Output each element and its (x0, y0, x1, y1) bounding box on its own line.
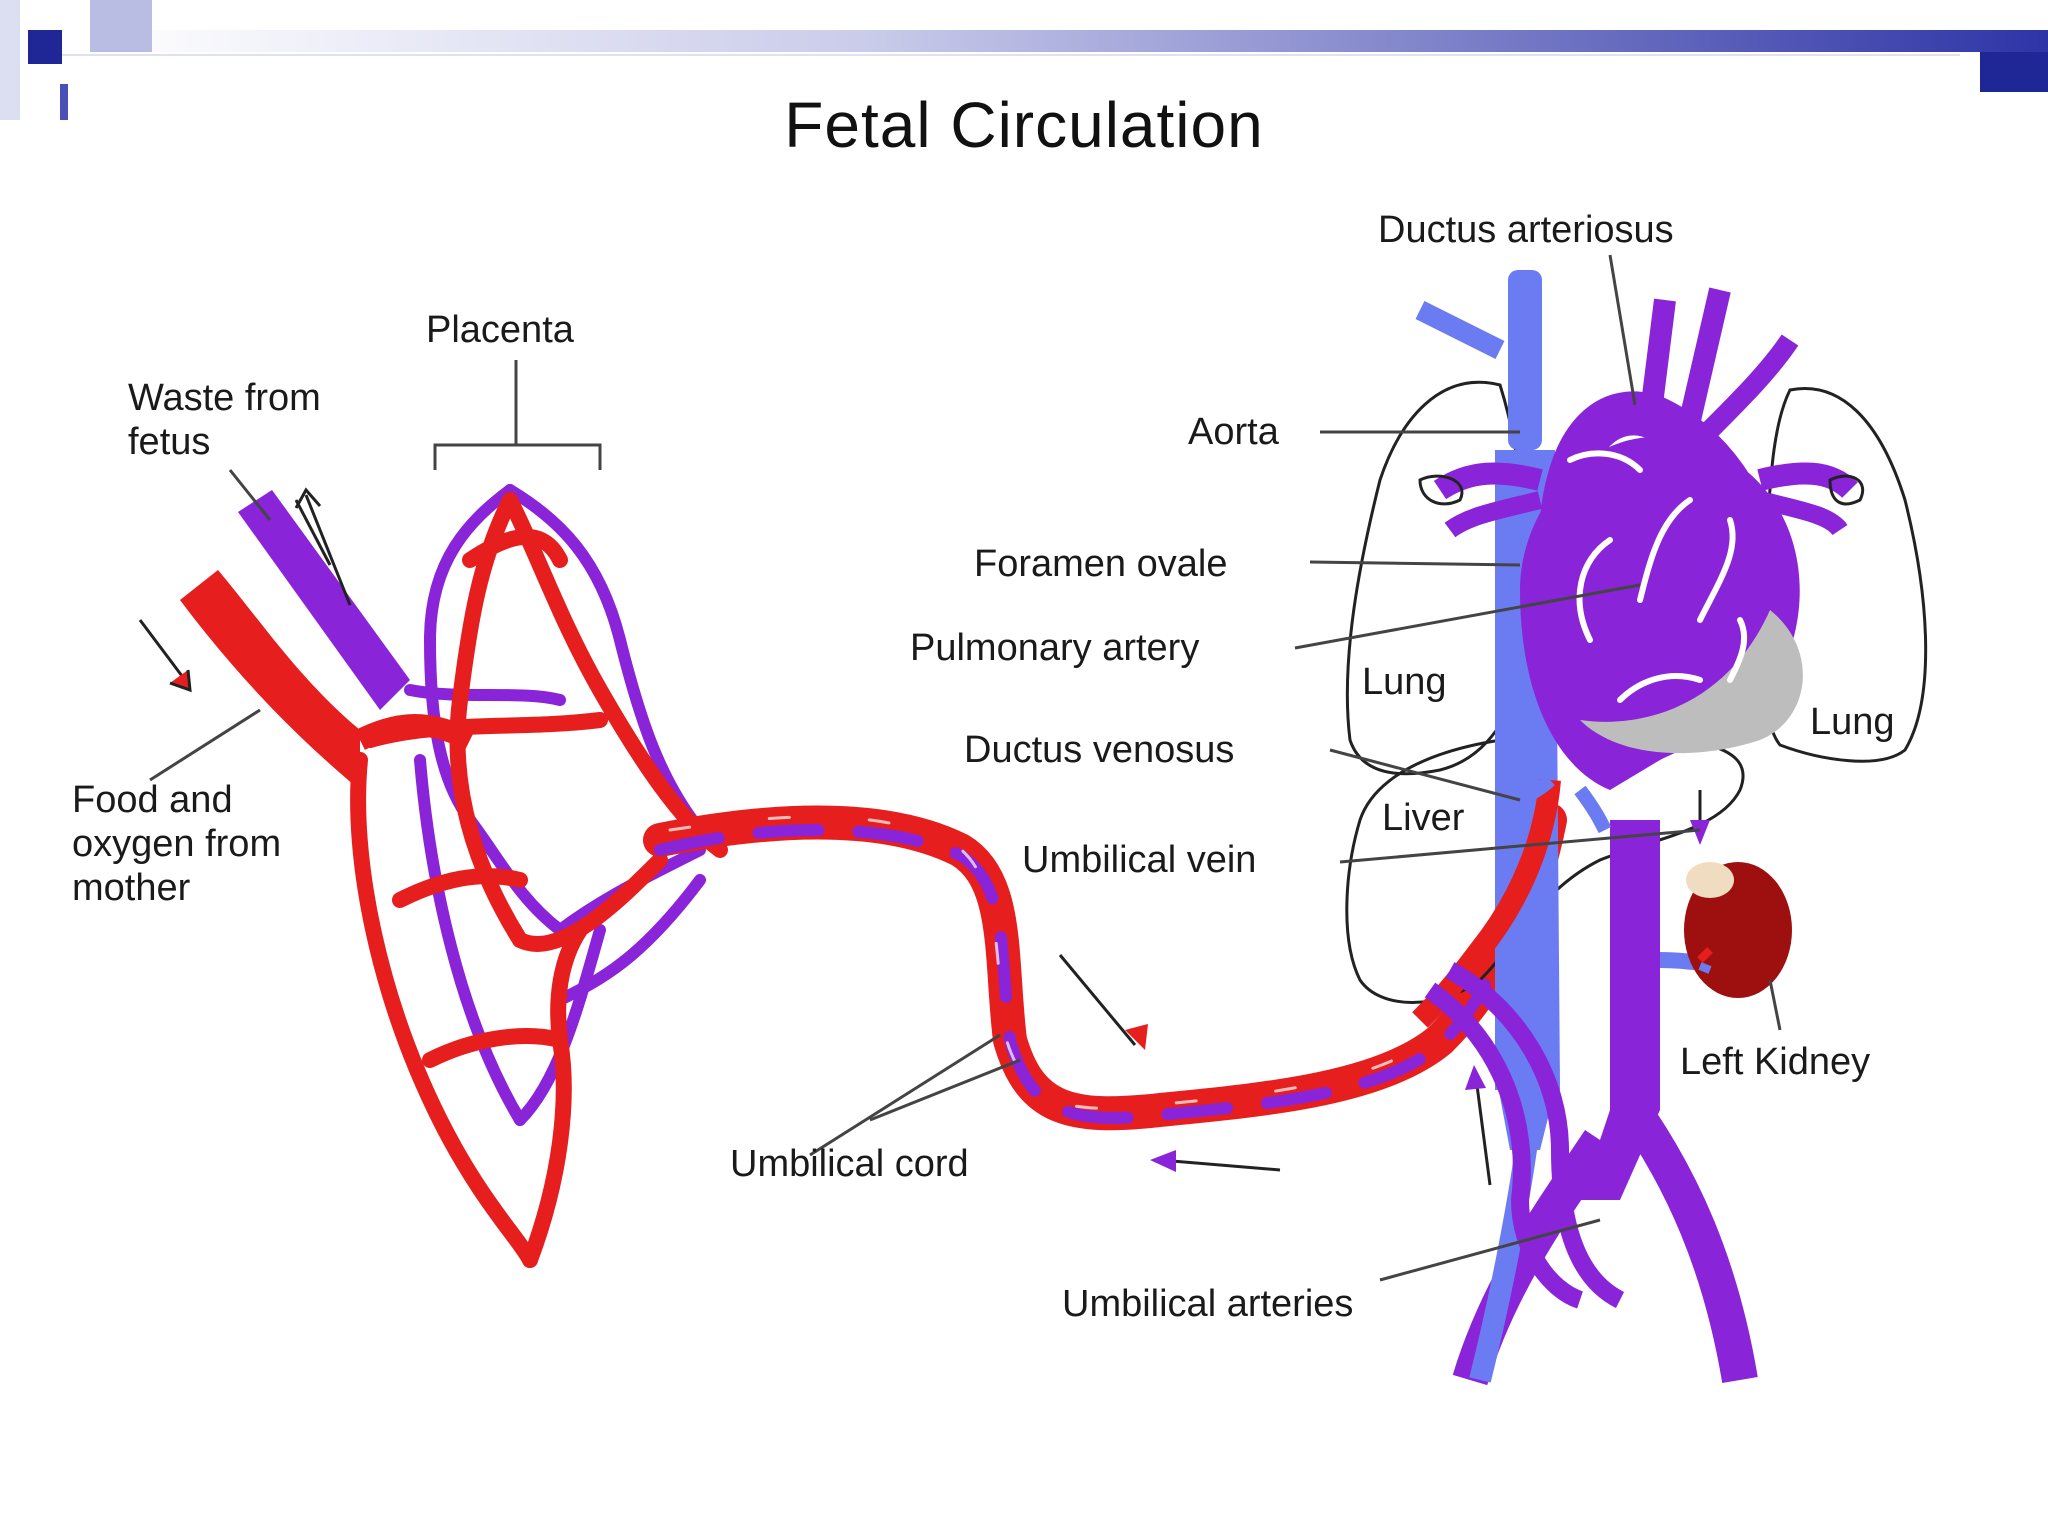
heart-and-aorta (1418, 287, 1865, 1386)
waste-vessel (238, 490, 410, 710)
label-ductus-venosus: Ductus venosus (964, 729, 1235, 771)
liver-arrow (1690, 790, 1710, 845)
corner-square-small (90, 0, 152, 52)
pericardium-shadow (1580, 610, 1803, 754)
slide-template-decoration (0, 0, 2048, 120)
food-oxygen-vessel (180, 570, 360, 790)
aorta (1580, 820, 1660, 1200)
corner-bar-left (0, 0, 20, 120)
title-bar-gradient (90, 30, 2048, 52)
umbilical-arteries-vessels (1424, 962, 1625, 1309)
label-foramen-ovale: Foramen ovale (974, 543, 1228, 585)
right-block (1980, 52, 2048, 92)
label-waste-from-fetus: Waste from fetus (128, 377, 321, 463)
corner-square-large (28, 30, 62, 64)
maternal-vessels (180, 490, 475, 790)
corner-bar-left-accent (60, 84, 68, 120)
cord-arrows (1058, 954, 1492, 1186)
label-lung-right: Lung (1810, 701, 1895, 743)
left-kidney (1659, 862, 1792, 998)
label-liver: Liver (1382, 797, 1465, 839)
label-lung-left: Lung (1362, 661, 1447, 703)
label-placenta: Placenta (426, 309, 574, 351)
label-umbilical-cord: Umbilical cord (730, 1143, 969, 1185)
label-left-kidney: Left Kidney (1680, 1041, 1871, 1083)
label-ductus-arteriosus: Ductus arteriosus (1378, 209, 1674, 251)
label-aorta: Aorta (1188, 411, 1279, 453)
label-pulmonary-artery: Pulmonary artery (910, 627, 1200, 669)
arrows-maternal (138, 487, 352, 693)
diagram-title: Fetal Circulation (784, 89, 1264, 161)
placenta (350, 484, 728, 1268)
label-umbilical-arteries: Umbilical arteries (1062, 1283, 1354, 1325)
leader-lines (149, 254, 1782, 1282)
label-umbilical-vein: Umbilical vein (1022, 839, 1257, 881)
placenta-red-vessels (350, 492, 728, 1268)
umbilical-cord (643, 803, 1567, 1131)
label-food-and-oxygen-from-mother: Food and oxygen from mother (72, 779, 282, 909)
placenta-bracket (433, 360, 602, 470)
